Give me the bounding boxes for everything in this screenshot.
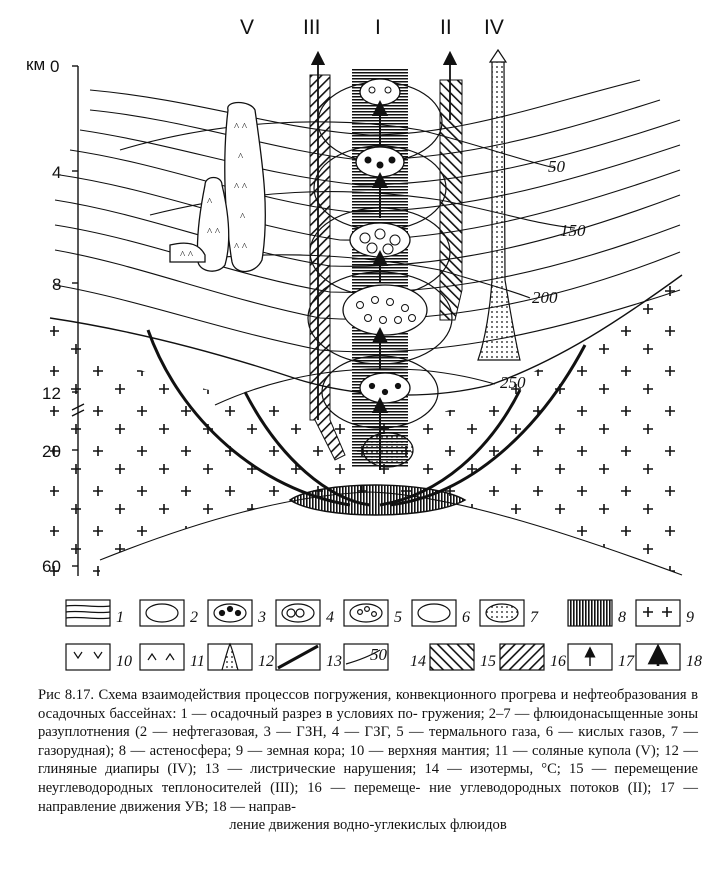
caption-line: ление движения водно-углекислых флюидов <box>229 817 507 834</box>
caption-line: и нефтеобразования в осадочных бассейнах… <box>38 687 698 722</box>
svg-text:15: 15 <box>480 653 496 670</box>
diagram-figure: ^ ^^^ ^^^ ^ ^^ ^^ ^ км 0 4 8 12 20 60 V … <box>26 16 702 671</box>
column-labels: V III I II IV <box>240 16 504 39</box>
svg-text:16: 16 <box>550 653 566 670</box>
column-label-I: I <box>375 16 381 39</box>
depth-axis: км 0 4 8 12 20 60 <box>26 55 85 576</box>
svg-text:18: 18 <box>686 653 702 670</box>
caption-line: (V); 12 — глиняные диапиры (IV); 13 — ли… <box>38 742 698 778</box>
svg-text:12: 12 <box>258 653 274 670</box>
depth-tick-60: 60 <box>42 557 61 576</box>
column-label-II: II <box>440 16 452 39</box>
caption-line: ние углеводородных потоков (II); 17 — на… <box>38 779 699 815</box>
svg-text:17: 17 <box>618 653 635 670</box>
column-V-salt-domes <box>169 101 266 273</box>
svg-text:^ ^: ^ ^ <box>234 181 248 193</box>
svg-text:7: 7 <box>530 609 539 626</box>
svg-text:11: 11 <box>190 653 205 670</box>
isotherm-label-200: 200 <box>532 288 558 307</box>
svg-text:13: 13 <box>326 653 342 670</box>
svg-text:5: 5 <box>394 609 402 626</box>
legend <box>65 599 681 671</box>
isotherm-label-250: 250 <box>500 373 526 392</box>
depth-tick-8: 8 <box>52 275 61 294</box>
depth-tick-0: 0 <box>50 57 59 76</box>
depth-tick-12: 12 <box>42 384 61 403</box>
caption-line: 3 — ГЗН, 4 — ГЗГ, 5 — термального газа, … <box>38 724 698 759</box>
svg-text:^ ^: ^ ^ <box>234 241 248 253</box>
svg-text:^ ^: ^ ^ <box>180 249 194 261</box>
svg-text:10: 10 <box>116 653 132 670</box>
caption-line: 8 — астеносфера; 9 — земная кора; 10 — в… <box>118 742 631 759</box>
isotherm-label-150: 150 <box>560 221 586 240</box>
svg-text:9: 9 <box>686 609 694 626</box>
svg-text:^ ^: ^ ^ <box>207 226 221 238</box>
column-IV-clay-diapir <box>477 59 521 361</box>
caption-line: Рис 8.17. Схема взаимодействия процессов… <box>38 687 557 703</box>
isotherm-label-50: 50 <box>548 157 566 176</box>
legend-isotherm-sample: 50 <box>370 645 388 664</box>
svg-text:1: 1 <box>116 609 124 626</box>
svg-text:3: 3 <box>257 609 266 626</box>
asthenosphere-lens <box>288 484 467 516</box>
svg-text:^: ^ <box>238 151 244 163</box>
svg-text:14: 14 <box>410 653 426 670</box>
svg-text:^: ^ <box>240 211 246 223</box>
column-label-V: V <box>240 16 254 39</box>
column-label-IV: IV <box>484 16 504 39</box>
legend-numbers: 1 2 3 4 5 6 7 8 9 10 11 12 13 14 15 16 1… <box>116 609 702 670</box>
svg-text:4: 4 <box>326 609 334 626</box>
caption-line: гружения; 2–7 — флюидонасыщенные зоны ра… <box>38 705 698 741</box>
svg-text:2: 2 <box>190 609 198 626</box>
column-label-III: III <box>303 16 321 39</box>
caption-line: °С; 15 — перемещение неуглеводородных те… <box>38 761 698 796</box>
svg-text:6: 6 <box>462 609 470 626</box>
column-II-hydrocarbon-flow <box>439 79 463 321</box>
depth-tick-4: 4 <box>52 163 61 182</box>
upper-mantle <box>100 492 682 578</box>
svg-text:8: 8 <box>618 609 626 626</box>
svg-text:^ ^: ^ ^ <box>234 121 248 133</box>
figure-caption: Рис 8.17. Схема взаимодействия процессов… <box>38 686 698 835</box>
depth-tick-20: 20 <box>42 442 61 461</box>
svg-text:^: ^ <box>207 196 213 208</box>
depth-unit: км <box>26 55 45 74</box>
